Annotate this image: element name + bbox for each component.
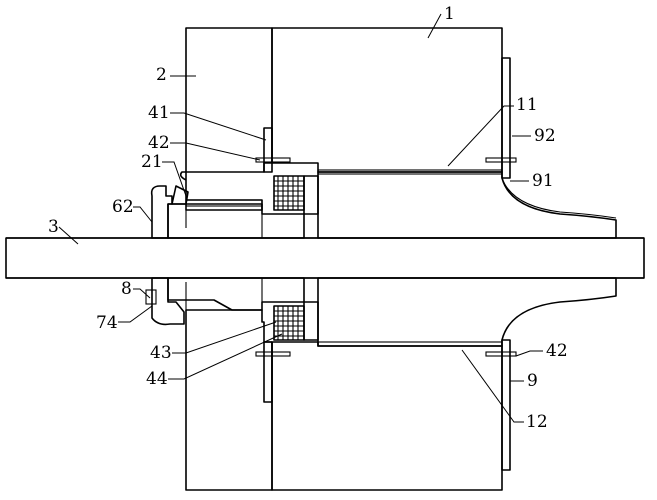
label-8-text: 8 — [121, 279, 132, 299]
label-44-text: 44 — [146, 369, 168, 389]
label-92: 92 — [512, 126, 556, 146]
label-1: 1 — [427, 4, 455, 39]
label-3-text: 3 — [48, 217, 59, 237]
anchor-bolts — [255, 157, 517, 357]
label-3: 3 — [48, 217, 79, 245]
label-42-right-text: 42 — [546, 341, 568, 361]
label-62-text: 62 — [112, 197, 134, 217]
label-12-text: 12 — [526, 412, 548, 432]
label-41: 41 — [148, 103, 267, 141]
gland-21 — [167, 199, 305, 311]
label-41-text: 41 — [148, 103, 170, 123]
shaft-3 — [5, 237, 645, 279]
label-11-text: 11 — [516, 95, 538, 115]
label-2: 2 — [156, 65, 196, 85]
label-21-text: 21 — [141, 152, 163, 172]
label-44: 44 — [146, 333, 283, 389]
label-91-text: 91 — [532, 171, 554, 191]
sleeve-91-upper — [317, 171, 617, 239]
inner-tube-12 — [317, 169, 503, 347]
outer-casing-9 — [263, 57, 511, 471]
label-11: 11 — [447, 95, 538, 167]
label-9-text: 9 — [527, 371, 538, 391]
sleeve-91-lower — [317, 277, 617, 347]
label-1-text: 1 — [444, 4, 455, 24]
label-8: 8 — [121, 279, 151, 299]
label-91: 91 — [510, 171, 554, 191]
concrete-block-1 — [271, 27, 503, 173]
label-42-left: 42 — [148, 133, 261, 161]
label-42-right: 42 — [515, 341, 568, 361]
label-62: 62 — [112, 197, 153, 223]
concrete-block-lower — [271, 341, 503, 491]
wall-2 — [179, 27, 273, 491]
label-42-left-text: 42 — [148, 133, 170, 153]
sealing-packing — [273, 175, 319, 341]
label-74: 74 — [96, 305, 153, 333]
label-12: 12 — [461, 349, 548, 432]
flange-clamp — [145, 185, 189, 326]
label-43-text: 43 — [150, 343, 172, 363]
label-92-text: 92 — [534, 126, 556, 146]
label-43: 43 — [150, 321, 277, 363]
label-2-text: 2 — [156, 65, 167, 85]
label-9: 9 — [510, 371, 538, 391]
label-21: 21 — [141, 152, 187, 197]
label-74-text: 74 — [96, 313, 118, 333]
